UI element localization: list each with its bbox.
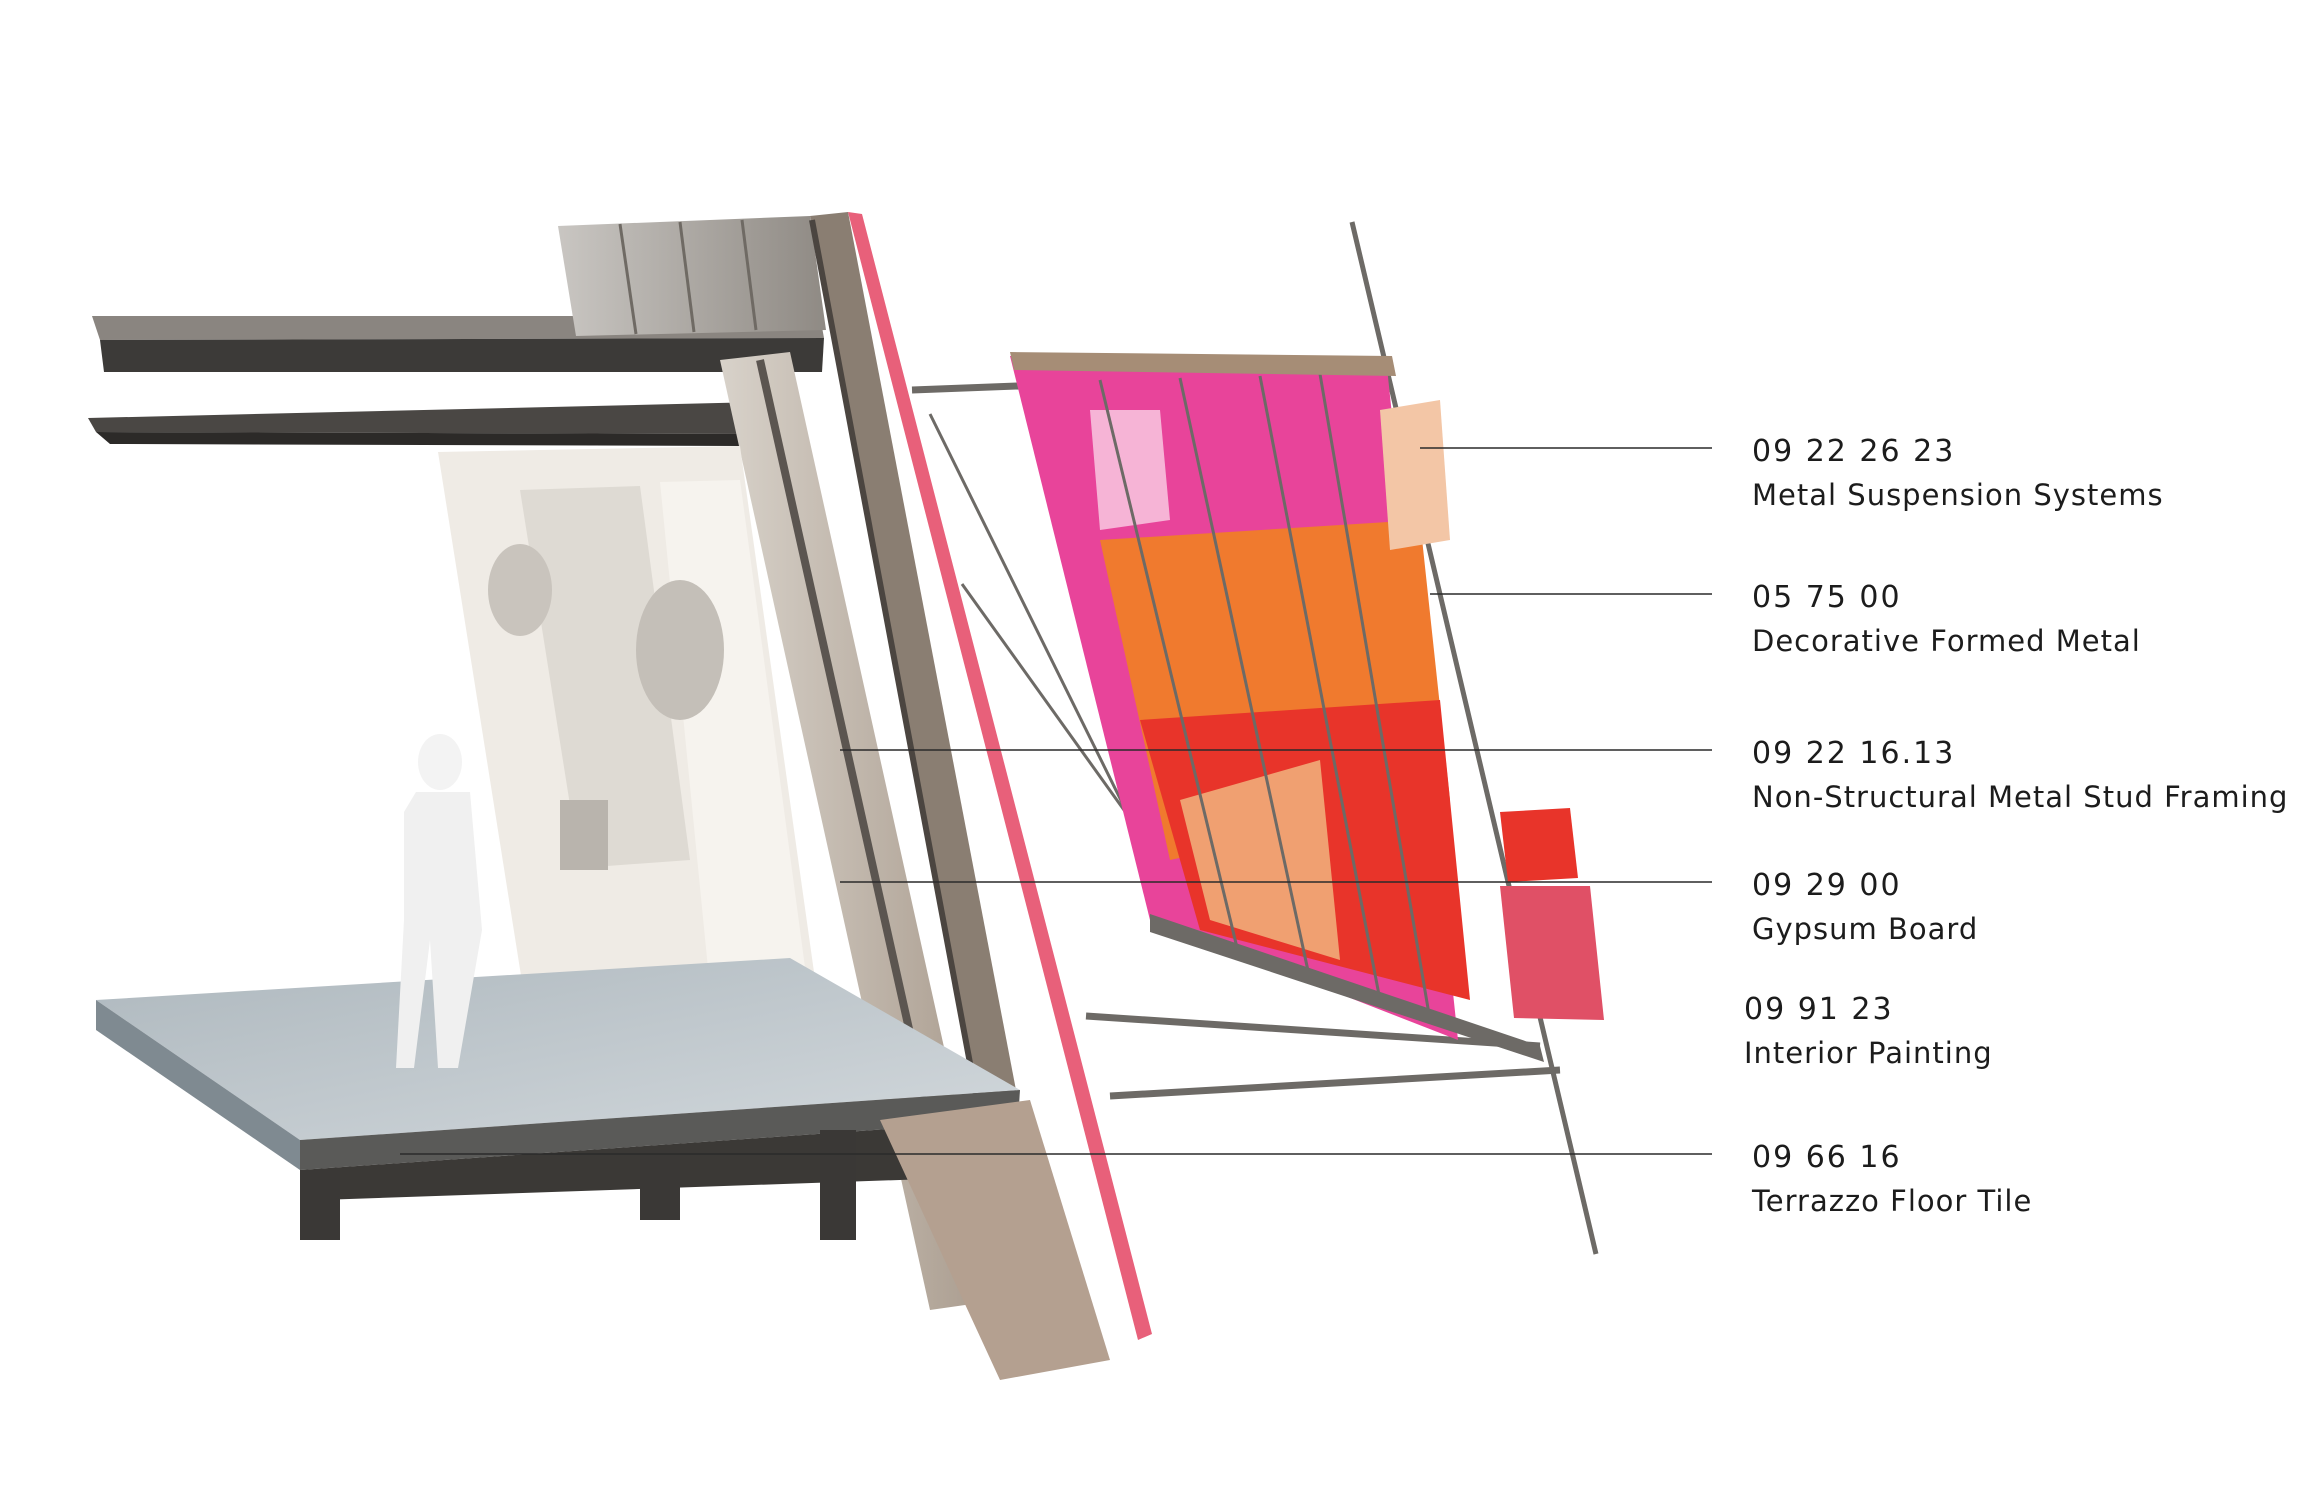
lower-wall-panels — [880, 1100, 1110, 1380]
callout-code: 09 66 16 — [1752, 1140, 1902, 1175]
callout-label: Gypsum Board — [1752, 912, 1979, 946]
upper-wall-panels — [558, 216, 826, 336]
callout-code: 09 22 26 23 — [1752, 434, 1956, 469]
gypsum-display-wall — [438, 446, 832, 1108]
callout-code: 05 75 00 — [1752, 580, 1902, 615]
callout-label: Non-Structural Metal Stud Framing — [1752, 780, 2289, 814]
pink-exterior-face — [848, 212, 1152, 1340]
suspension-mast-rod — [1349, 221, 1599, 1255]
callout-terrazzo-floor: 09 66 16 Terrazzo Floor Tile — [1752, 1138, 2032, 1221]
callout-label: Decorative Formed Metal — [1752, 624, 2141, 658]
leader-lines — [400, 447, 1712, 1155]
callout-code: 09 29 00 — [1752, 868, 1902, 903]
human-scale-figure — [396, 734, 482, 1068]
callout-code: 09 91 23 — [1744, 992, 1894, 1027]
callout-label: Interior Painting — [1744, 1036, 1993, 1070]
ceiling-slab — [88, 316, 824, 446]
callout-stud-framing: 09 22 16.13 Non-Structural Metal Stud Fr… — [1752, 734, 2288, 817]
callout-decorative-metal: 05 75 00 Decorative Formed Metal — [1752, 578, 2141, 661]
callout-label: Terrazzo Floor Tile — [1752, 1184, 2033, 1218]
callout-gypsum-board: 09 29 00 Gypsum Board — [1752, 866, 1978, 949]
callout-code: 09 22 16.13 — [1752, 736, 1956, 771]
decorative-formed-metal-panels — [1010, 352, 1604, 1062]
floor-slab — [96, 958, 1020, 1240]
callout-label: Metal Suspension Systems — [1752, 478, 2164, 512]
callout-interior-painting: 09 91 23 Interior Painting — [1744, 990, 1993, 1073]
callout-metal-suspension: 09 22 26 23 Metal Suspension Systems — [1752, 432, 2164, 515]
